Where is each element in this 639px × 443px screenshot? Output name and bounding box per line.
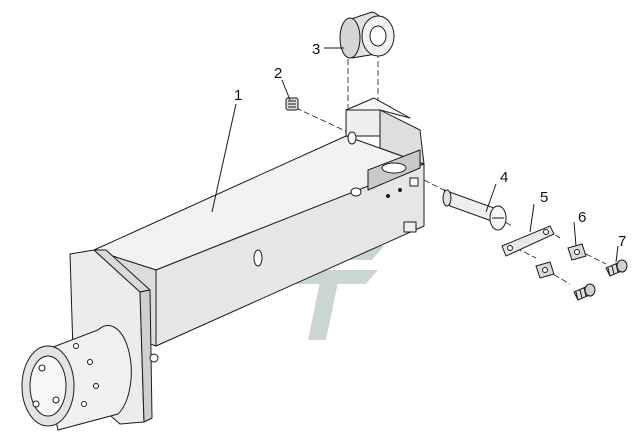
- square-nut-lower: [535, 261, 555, 279]
- callout-5: 5: [540, 189, 548, 206]
- callout-4: 4: [500, 169, 508, 186]
- bolt-upper: [605, 259, 628, 277]
- callout-3: 3: [312, 41, 320, 58]
- small-screw: [285, 97, 299, 111]
- square-nut-upper: [567, 243, 587, 261]
- cylindrical-hub: [21, 325, 132, 431]
- roller: [339, 11, 395, 59]
- leader-lines: [211, 47, 619, 263]
- callout-7: 7: [618, 233, 626, 250]
- bolt-lower: [573, 283, 596, 301]
- callout-2: 2: [274, 65, 282, 82]
- pin: [442, 189, 507, 231]
- locking-plate: [501, 225, 555, 257]
- callout-1: 1: [234, 87, 242, 104]
- callout-labels: 1 2 3 4 5 6 7: [234, 41, 626, 250]
- callout-6: 6: [578, 209, 586, 226]
